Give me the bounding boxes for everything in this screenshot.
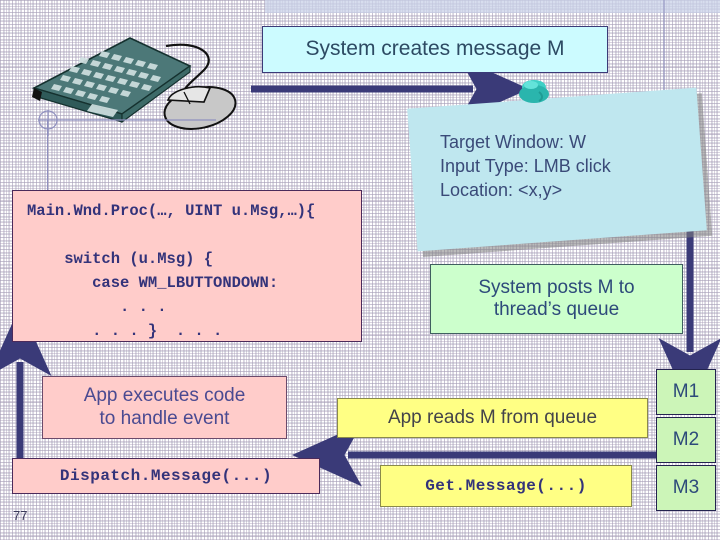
sticky-note-text: Target Window: W Input Type: LMB click L…	[440, 132, 611, 201]
pushpin-icon	[519, 80, 549, 103]
top-banner-band	[265, 0, 720, 13]
queue-item-m1: M1	[656, 369, 716, 415]
connector-line-crosshair-to-wndproc	[47, 120, 48, 190]
crosshair-marker-icon	[38, 110, 216, 136]
page-number: 77	[13, 508, 28, 523]
box-app-reads-from-queue: App reads M from queue	[337, 398, 648, 438]
box-system-posts-to-queue: System posts M to thread’s queue	[430, 264, 683, 334]
keyboard-and-mouse-clipart	[31, 37, 237, 130]
queue-item-m2: M2	[656, 417, 716, 463]
code-block-getmessage: Get.Message(...)	[380, 465, 632, 507]
code-block-mainwndproc: Main.Wnd.Proc(…, UINT u.Msg,…){ switch (…	[12, 190, 362, 342]
queue-item-m3: M3	[656, 465, 716, 511]
title-box-system-creates-message: System creates message M	[262, 26, 608, 73]
box-app-executes-code: App executes code to handle event	[42, 376, 287, 439]
code-block-dispatchmessage: Dispatch.Message(...)	[12, 458, 320, 494]
